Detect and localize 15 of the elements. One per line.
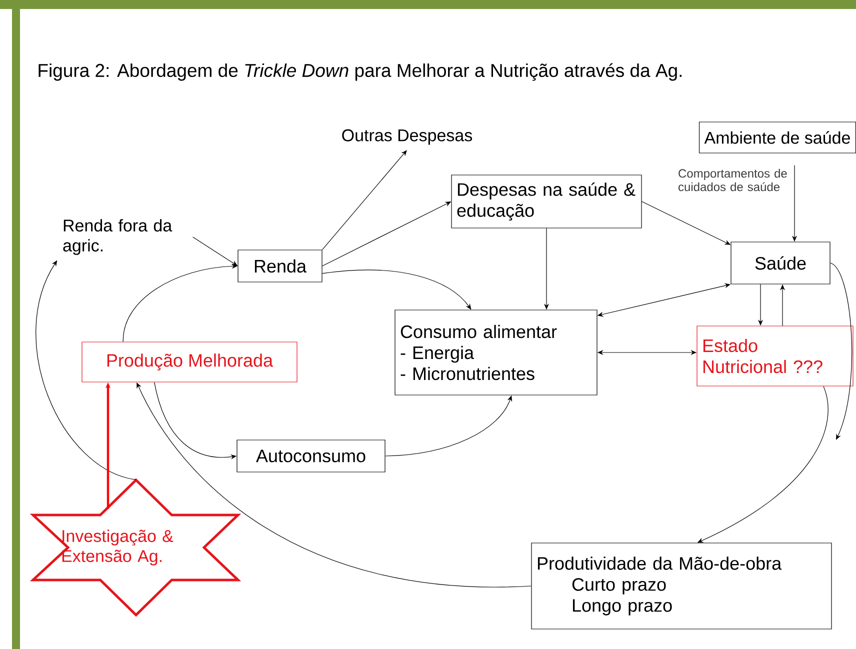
- edge-label: Comportamentos de cuidados de saúde: [677, 168, 789, 192]
- process-box: Despesas na saúde & educação: [451, 174, 642, 228]
- process-box: Produção Melhorada: [82, 342, 298, 382]
- process-box: Saúde: [730, 242, 830, 284]
- process-box: Ambiente de saúde: [698, 122, 856, 154]
- text-label: Renda fora da agric.: [63, 219, 172, 255]
- process-box: Consumo alimentar - Energia - Micronutrientes: [394, 310, 598, 396]
- arrow: [830, 262, 852, 440]
- arrow: [322, 150, 407, 250]
- process-box: Autoconsumo: [236, 440, 386, 472]
- text-label: Outras Despesas: [342, 129, 472, 145]
- process-box: Estado Nutricional ???: [696, 326, 854, 386]
- process-box: Produtividade da Mão-de-obra Curto prazo Longo prazo: [531, 542, 832, 630]
- title: Figura 2: Abordagem de Trickle Down para Melhorar a Nutrição através da Ag.: [38, 63, 682, 81]
- process-box: Renda: [238, 250, 322, 282]
